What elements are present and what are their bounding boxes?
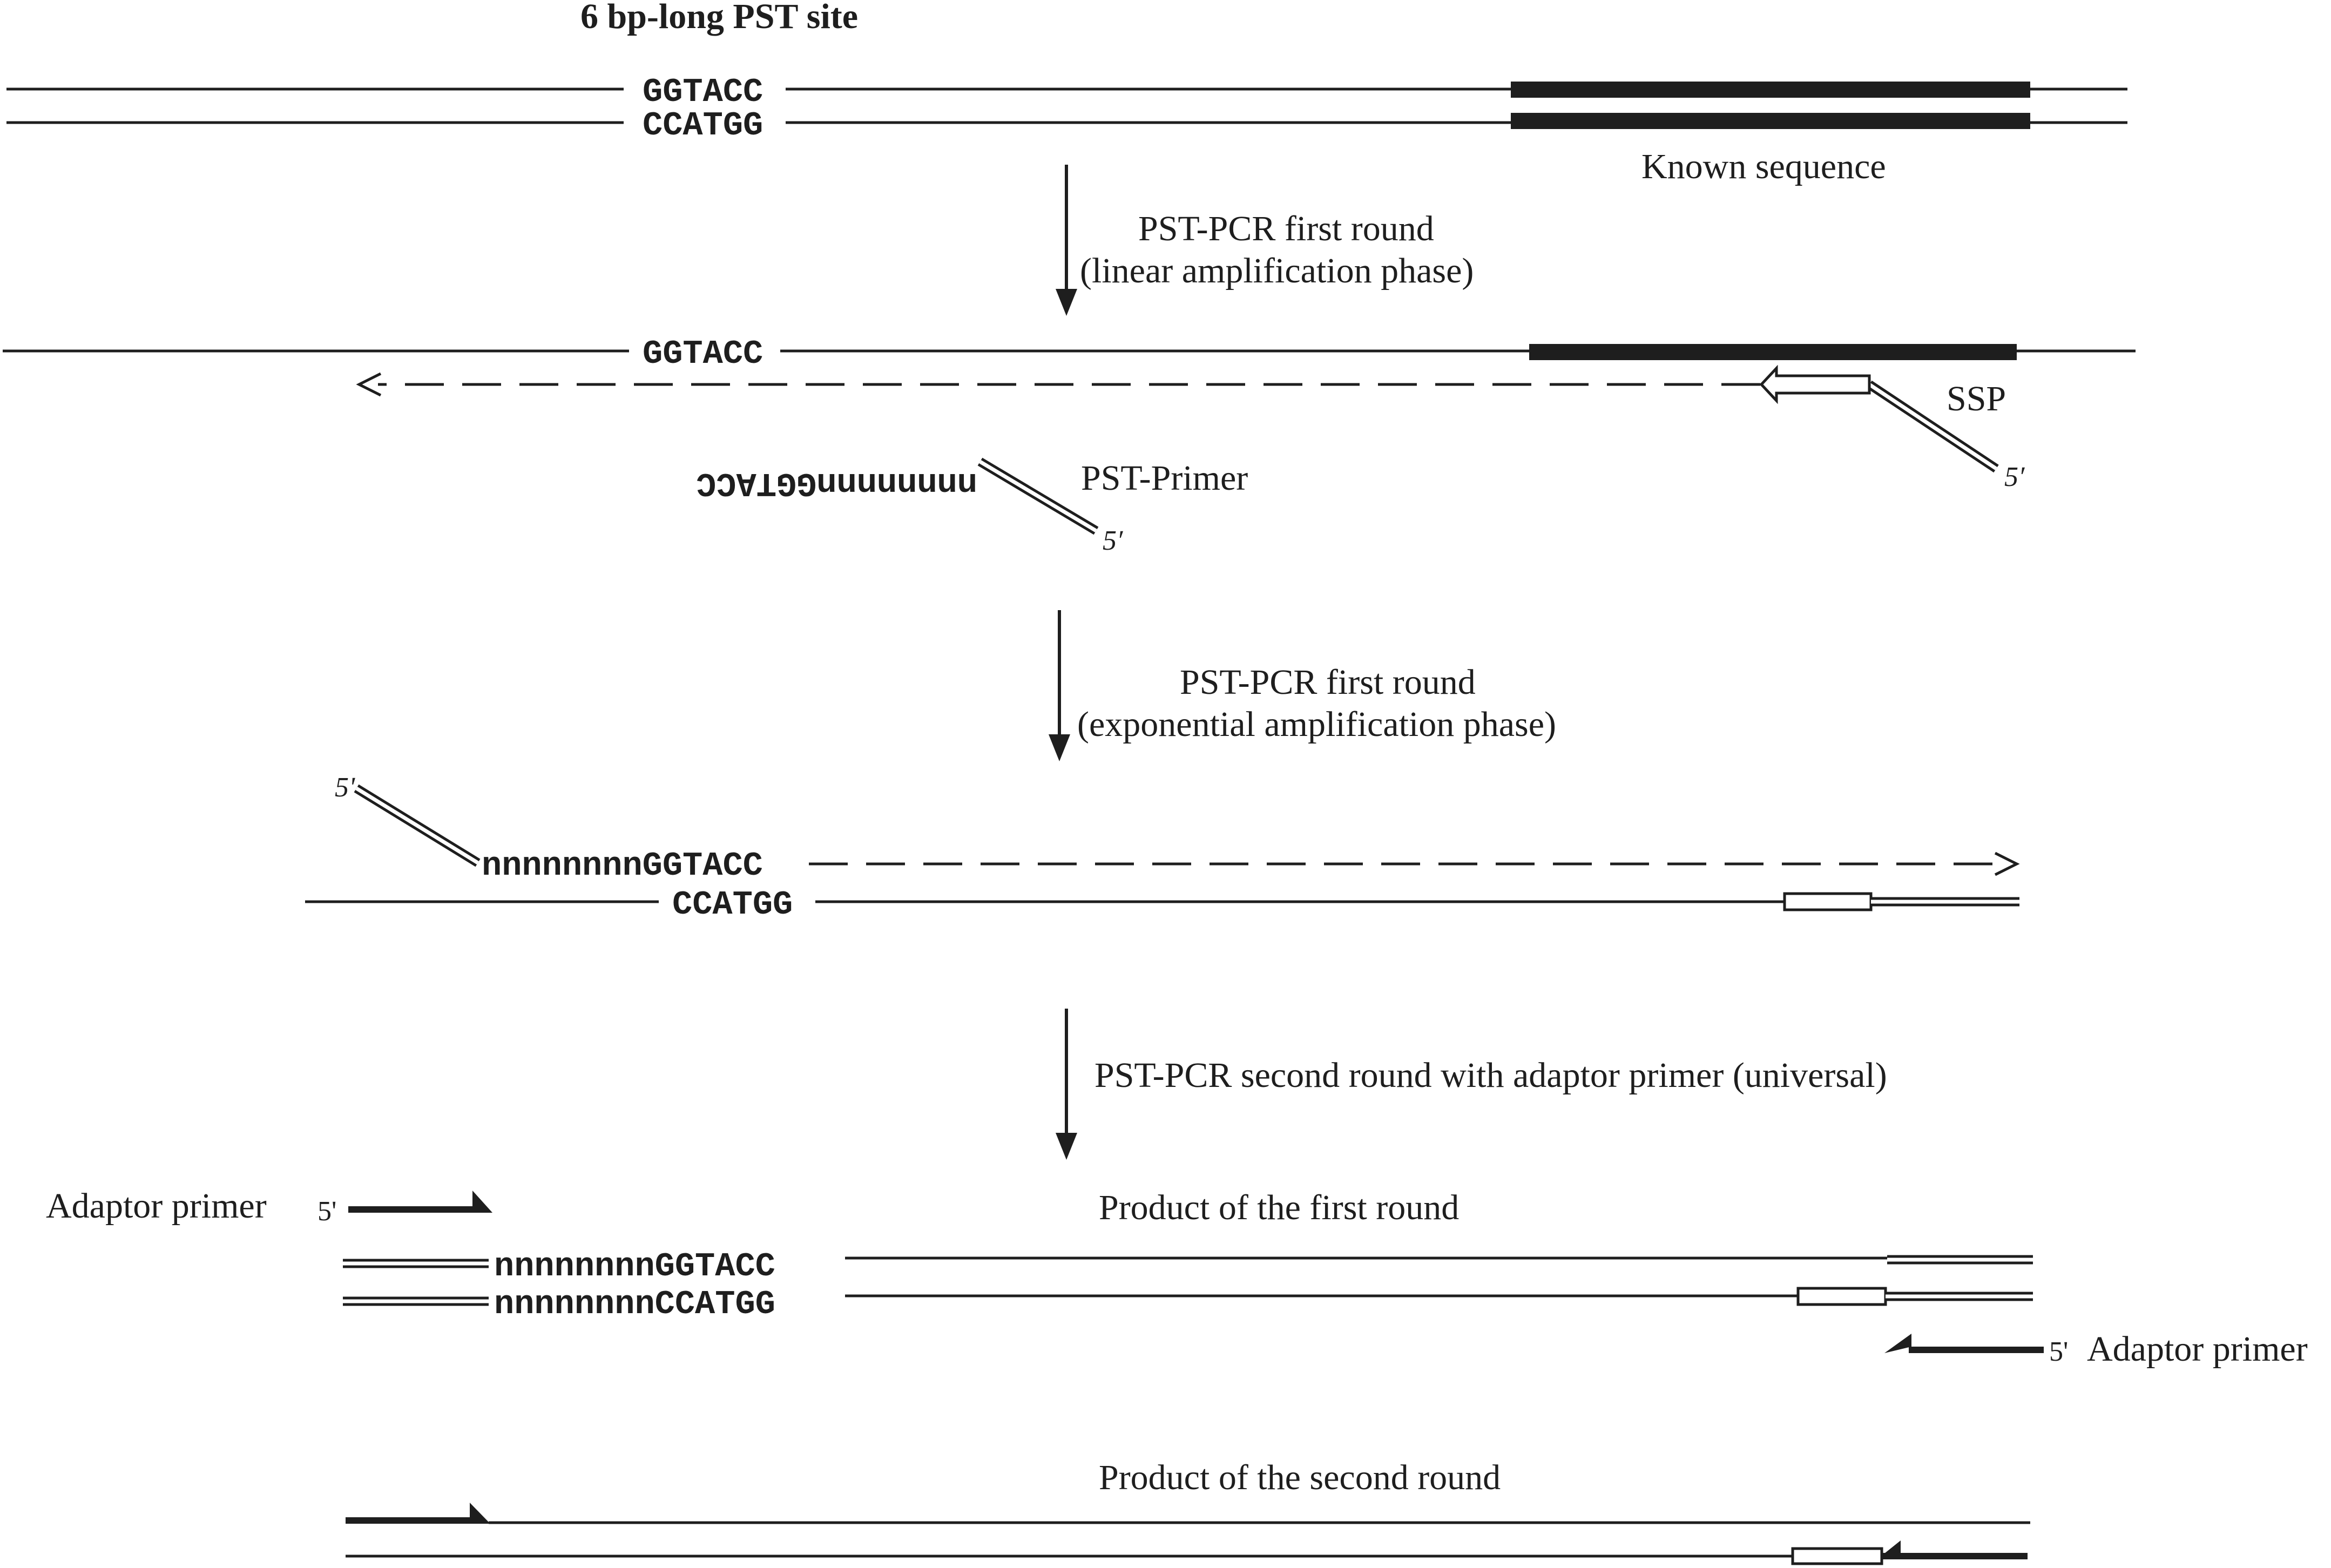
pst-primer-sequence: nnnnnnnnGGTACC	[696, 464, 977, 502]
adaptor-primer-left-five-prime: 5'	[317, 1196, 336, 1227]
adaptor-primer-left	[348, 1191, 492, 1213]
genomic-dna: GGTACC CCATGG	[6, 73, 2127, 145]
step2-label-line1: PST-PCR first round	[1180, 663, 1476, 702]
diagram-title: 6 bp-long PST site	[580, 0, 858, 36]
step1-label-line1: PST-PCR first round	[1138, 209, 1434, 248]
pst-primer-annealed: 5' nnnnnnnnGGTACC	[335, 772, 2020, 885]
step2-label-line2: (exponential amplification phase)	[1077, 705, 1556, 744]
known-sequence-label: Known sequence	[1641, 147, 1886, 186]
pst-site-top: GGTACC	[643, 73, 763, 111]
step-arrow-2	[1049, 610, 1070, 761]
step1-label-line2: (linear amplification phase)	[1080, 251, 1474, 290]
pst-primer-label: PST-Primer	[1081, 458, 1248, 498]
adaptor-primer-left-label: Adaptor primer	[46, 1186, 267, 1226]
pst-site-bottom: CCATGG	[643, 106, 763, 145]
product-second-label: Product of the second round	[1099, 1458, 1501, 1497]
extended-strand-sequence: nnnnnnnnGGTACC	[482, 847, 763, 885]
adaptor-primer-right-label: Adaptor primer	[2087, 1329, 2308, 1369]
ssp-label: SSP	[1947, 379, 2006, 418]
product-top-sequence: nnnnnnnnGGTACC	[494, 1247, 775, 1286]
pst-primer: nnnnnnnnGGTACC	[696, 457, 1099, 535]
first-round-product: nnnnnnnnGGTACC nnnnnnnnCCATGG	[343, 1247, 2033, 1323]
step-arrow-1	[1056, 165, 1077, 316]
second-round-product	[346, 1503, 2030, 1565]
adaptor-primer-right-five-prime: 5'	[2049, 1336, 2068, 1367]
pst-site-bottom-2: CCATGG	[672, 886, 793, 924]
ssp-five-prime: 5′	[2004, 462, 2025, 492]
product-bottom-sequence: nnnnnnnnCCATGG	[494, 1285, 775, 1323]
adaptor-primer-right	[1884, 1334, 2044, 1353]
step3-label: PST-PCR second round with adaptor primer…	[1094, 1056, 1887, 1095]
pst-primer-five-prime: 5′	[1103, 525, 1124, 556]
five-prime-left: 5'	[335, 772, 355, 803]
template-strand: GGTACC	[3, 335, 2136, 373]
ssp-template-strand: CCATGG	[305, 886, 2019, 924]
step-arrow-3	[1056, 1009, 1077, 1160]
product-first-label: Product of the first round	[1099, 1188, 1459, 1227]
ssp-primer	[356, 364, 1999, 473]
pst-site-template: GGTACC	[643, 335, 763, 373]
